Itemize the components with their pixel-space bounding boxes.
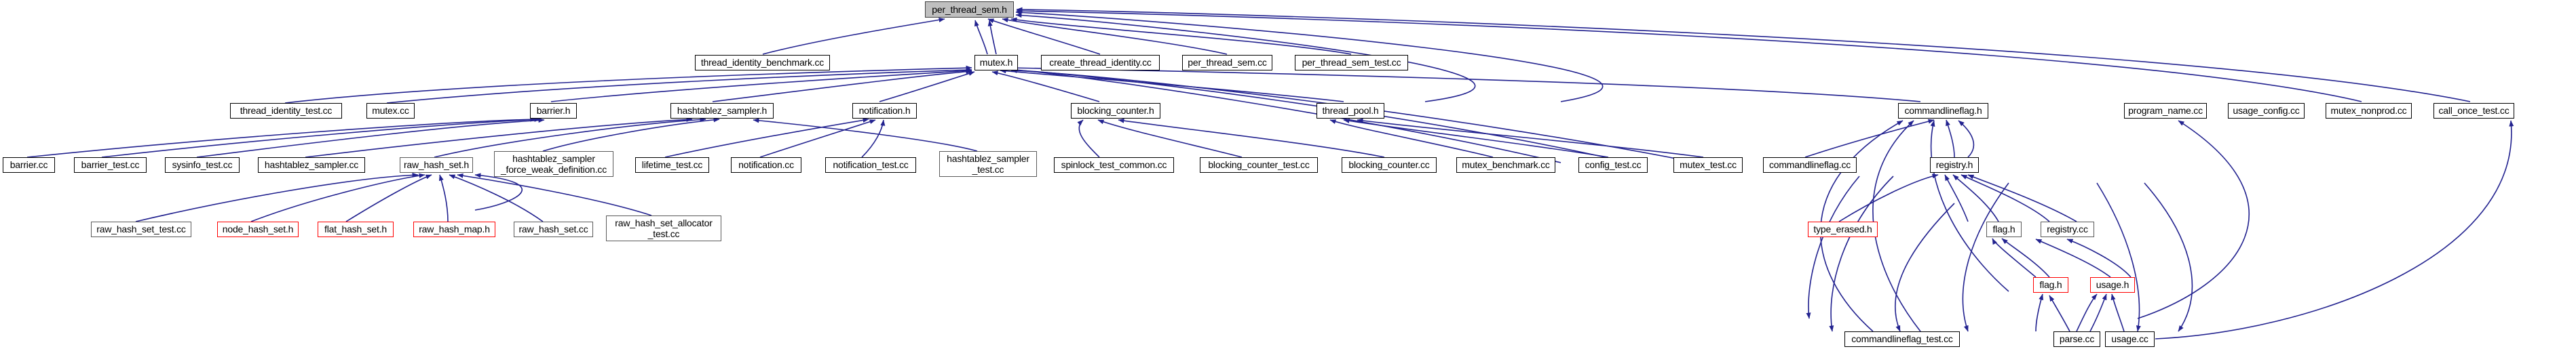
graph-node-hashtablez_sampler_test_cc[interactable]: hashtablez_sampler _test.cc bbox=[939, 151, 1037, 177]
graph-node-usage_cc[interactable]: usage.cc bbox=[2105, 331, 2155, 347]
graph-node-notification_test_cc[interactable]: notification_test.cc bbox=[825, 157, 916, 173]
graph-node-flag_h_r6[interactable]: flag.h bbox=[2033, 277, 2068, 293]
graph-node-raw_hash_set_test_cc[interactable]: raw_hash_set_test.cc bbox=[91, 222, 191, 237]
graph-node-hashtablez_sampler_h[interactable]: hashtablez_sampler.h bbox=[670, 103, 774, 119]
graph-node-mutex_cc[interactable]: mutex.cc bbox=[366, 103, 415, 119]
graph-node-mutex_nonprod_cc[interactable]: mutex_nonprod.cc bbox=[2326, 103, 2412, 119]
graph-node-registry_h[interactable]: registry.h bbox=[1930, 157, 1979, 173]
graph-node-program_name_cc[interactable]: program_name.cc bbox=[2124, 103, 2207, 119]
graph-node-type_erased_h[interactable]: type_erased.h bbox=[1808, 222, 1878, 237]
graph-node-barrier_h[interactable]: barrier.h bbox=[530, 103, 577, 119]
graph-node-spinlock_test_common_cc[interactable]: spinlock_test_common.cc bbox=[1054, 157, 1174, 173]
graph-node-raw_hash_set_cc[interactable]: raw_hash_set.cc bbox=[514, 222, 593, 237]
graph-node-thread_identity_benchmark_cc[interactable]: thread_identity_benchmark.cc bbox=[695, 55, 830, 70]
graph-node-blocking_counter_cc[interactable]: blocking_counter.cc bbox=[1342, 157, 1437, 173]
graph-node-per_thread_sem_h[interactable]: per_thread_sem.h bbox=[925, 1, 1014, 18]
graph-node-create_thread_identity_cc[interactable]: create_thread_identity.cc bbox=[1041, 55, 1160, 70]
graph-node-flag_h_r5[interactable]: flag.h bbox=[1986, 222, 2022, 237]
graph-node-commandlineflag_h[interactable]: commandlineflag.h bbox=[1898, 103, 1988, 119]
graph-node-raw_hash_set_h[interactable]: raw_hash_set.h bbox=[400, 157, 473, 173]
graph-node-hashtablez_sampler_force_weak_definition_cc[interactable]: hashtablez_sampler _force_weak_definitio… bbox=[494, 151, 613, 177]
graph-node-notification_cc[interactable]: notification.cc bbox=[731, 157, 801, 173]
graph-node-commandlineflag_test_cc[interactable]: commandlineflag_test.cc bbox=[1844, 331, 1960, 347]
graph-node-flat_hash_set_h[interactable]: flat_hash_set.h bbox=[318, 222, 394, 237]
graph-node-parse_cc[interactable]: parse.cc bbox=[2053, 331, 2100, 347]
graph-node-raw_hash_map_h[interactable]: raw_hash_map.h bbox=[413, 222, 495, 237]
graph-node-barrier_test_cc[interactable]: barrier_test.cc bbox=[74, 157, 147, 173]
graph-node-registry_cc[interactable]: registry.cc bbox=[2041, 222, 2094, 237]
graph-node-sysinfo_test_cc[interactable]: sysinfo_test.cc bbox=[165, 157, 240, 173]
graph-node-per_thread_sem_cc[interactable]: per_thread_sem.cc bbox=[1182, 55, 1272, 70]
graph-node-config_test_cc[interactable]: config_test.cc bbox=[1578, 157, 1648, 173]
graph-node-commandlineflag_cc[interactable]: commandlineflag.cc bbox=[1763, 157, 1857, 173]
graph-node-thread_identity_test_cc[interactable]: thread_identity_test.cc bbox=[230, 103, 342, 119]
graph-node-barrier_cc[interactable]: barrier.cc bbox=[3, 157, 55, 173]
graph-node-usage_h[interactable]: usage.h bbox=[2090, 277, 2135, 293]
graph-node-notification_h[interactable]: notification.h bbox=[852, 103, 917, 119]
graph-node-blocking_counter_test_cc[interactable]: blocking_counter_test.cc bbox=[1200, 157, 1318, 173]
graph-node-thread_pool_h[interactable]: thread_pool.h bbox=[1317, 103, 1384, 119]
graph-node-mutex_benchmark_cc[interactable]: mutex_benchmark.cc bbox=[1456, 157, 1555, 173]
graph-node-hashtablez_sampler_cc[interactable]: hashtablez_sampler.cc bbox=[258, 157, 365, 173]
graph-node-usage_config_cc[interactable]: usage_config.cc bbox=[2228, 103, 2305, 119]
graph-node-call_once_test_cc[interactable]: call_once_test.cc bbox=[2433, 103, 2514, 119]
graph-node-per_thread_sem_test_cc[interactable]: per_thread_sem_test.cc bbox=[1295, 55, 1408, 70]
graph-node-lifetime_test_cc[interactable]: lifetime_test.cc bbox=[635, 157, 709, 173]
graph-node-mutex_h[interactable]: mutex.h bbox=[974, 55, 1018, 70]
graph-node-raw_hash_set_allocator_test_cc[interactable]: raw_hash_set_allocator _test.cc bbox=[606, 215, 721, 241]
graph-node-node_hash_set_h[interactable]: node_hash_set.h bbox=[217, 222, 299, 237]
graph-node-mutex_test_cc[interactable]: mutex_test.cc bbox=[1673, 157, 1743, 173]
graph-node-blocking_counter_h[interactable]: blocking_counter.h bbox=[1071, 103, 1160, 119]
